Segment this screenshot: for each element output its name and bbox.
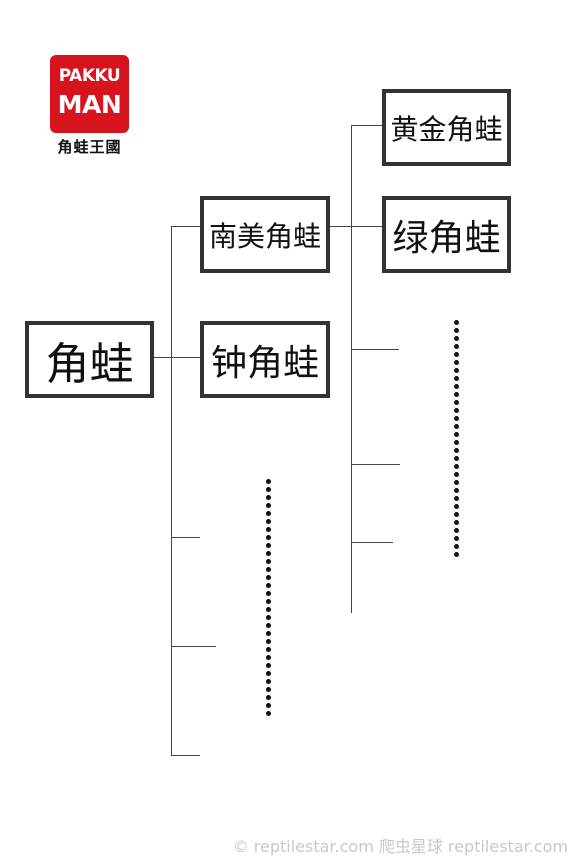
ellipsis-dot — [266, 599, 271, 604]
ellipsis-dots-level1 — [266, 479, 271, 721]
connector-south-american — [171, 226, 202, 227]
ellipsis-dot — [266, 543, 271, 548]
ellipsis-dot — [266, 575, 271, 580]
ellipsis-dot — [266, 487, 271, 492]
node-south-american-label: 南美角蛙 — [208, 219, 321, 253]
ellipsis-dot — [266, 679, 271, 684]
node-chacoan: 钟角蛙 — [200, 321, 330, 398]
ellipsis-dot — [454, 368, 459, 373]
node-south-american: 南美角蛙 — [200, 196, 330, 273]
ellipsis-dot — [454, 472, 459, 477]
ellipsis-dot — [266, 671, 271, 676]
ellipsis-dot — [454, 336, 459, 341]
ellipsis-dot — [454, 440, 459, 445]
connector-golden — [351, 125, 383, 126]
ellipsis-dot — [266, 703, 271, 708]
ellipsis-dot — [454, 408, 459, 413]
logo-line-2: MAN — [57, 90, 122, 119]
ellipsis-dot — [266, 591, 271, 596]
ellipsis-dot — [266, 655, 271, 660]
node-chacoan-label: 钟角蛙 — [210, 342, 319, 384]
ellipsis-dot — [454, 424, 459, 429]
connector-south-american-out — [328, 226, 352, 227]
connector-chacoan — [171, 357, 202, 358]
ellipsis-dot — [454, 384, 459, 389]
ellipsis-dot — [454, 536, 459, 541]
trunk-level2 — [351, 125, 352, 613]
ellipsis-dot — [266, 607, 271, 612]
ellipsis-dot — [454, 344, 459, 349]
ellipsis-dot — [454, 432, 459, 437]
logo-line-1: PAKKU — [58, 66, 121, 86]
ellipsis-dot — [266, 631, 271, 636]
pakkuman-logo: PAKKU MAN — [50, 55, 129, 133]
ellipsis-dot — [266, 567, 271, 572]
ellipsis-dot — [266, 711, 271, 716]
connector-stub — [171, 755, 200, 756]
connector-stub — [351, 464, 400, 465]
ellipsis-dot — [266, 623, 271, 628]
ellipsis-dot — [266, 479, 271, 484]
node-golden: 黄金角蛙 — [382, 89, 511, 166]
ellipsis-dots-level2 — [454, 320, 459, 564]
watermark: © reptilestar.com 爬虫星球 reptilestar.com — [232, 837, 568, 856]
ellipsis-dot — [454, 392, 459, 397]
node-green-label: 绿角蛙 — [392, 217, 501, 259]
ellipsis-dot — [266, 559, 271, 564]
ellipsis-dot — [454, 488, 459, 493]
ellipsis-dot — [454, 376, 459, 381]
ellipsis-dot — [454, 400, 459, 405]
ellipsis-dot — [454, 352, 459, 357]
ellipsis-dot — [454, 456, 459, 461]
ellipsis-dot — [266, 615, 271, 620]
node-golden-label: 黄金角蛙 — [390, 112, 503, 146]
connector-green — [351, 226, 383, 227]
ellipsis-dot — [266, 639, 271, 644]
ellipsis-dot — [266, 511, 271, 516]
ellipsis-dot — [454, 520, 459, 525]
ellipsis-dot — [266, 495, 271, 500]
ellipsis-dot — [266, 687, 271, 692]
connector-stub — [171, 537, 200, 538]
ellipsis-dot — [454, 448, 459, 453]
ellipsis-dot — [454, 480, 459, 485]
trunk-level1 — [171, 226, 172, 756]
ellipsis-dot — [266, 663, 271, 668]
ellipsis-dot — [454, 544, 459, 549]
logo-subtitle: 角蛙王國 — [57, 138, 122, 156]
ellipsis-dot — [454, 464, 459, 469]
connector-stub — [351, 349, 399, 350]
node-root: 角蛙 — [25, 321, 154, 398]
ellipsis-dot — [454, 320, 459, 325]
ellipsis-dot — [454, 504, 459, 509]
ellipsis-dot — [266, 647, 271, 652]
ellipsis-dot — [266, 551, 271, 556]
ellipsis-dot — [266, 583, 271, 588]
ellipsis-dot — [454, 552, 459, 557]
connector-root — [152, 357, 172, 358]
ellipsis-dot — [454, 496, 459, 501]
node-green: 绿角蛙 — [382, 196, 511, 273]
node-root-label: 角蛙 — [45, 338, 134, 390]
ellipsis-dot — [454, 328, 459, 333]
ellipsis-dot — [454, 360, 459, 365]
connector-stub — [351, 542, 393, 543]
ellipsis-dot — [266, 695, 271, 700]
connector-stub — [171, 646, 216, 647]
ellipsis-dot — [454, 528, 459, 533]
ellipsis-dot — [266, 519, 271, 524]
ellipsis-dot — [454, 416, 459, 421]
ellipsis-dot — [266, 503, 271, 508]
ellipsis-dot — [454, 512, 459, 517]
ellipsis-dot — [266, 527, 271, 532]
ellipsis-dot — [266, 535, 271, 540]
